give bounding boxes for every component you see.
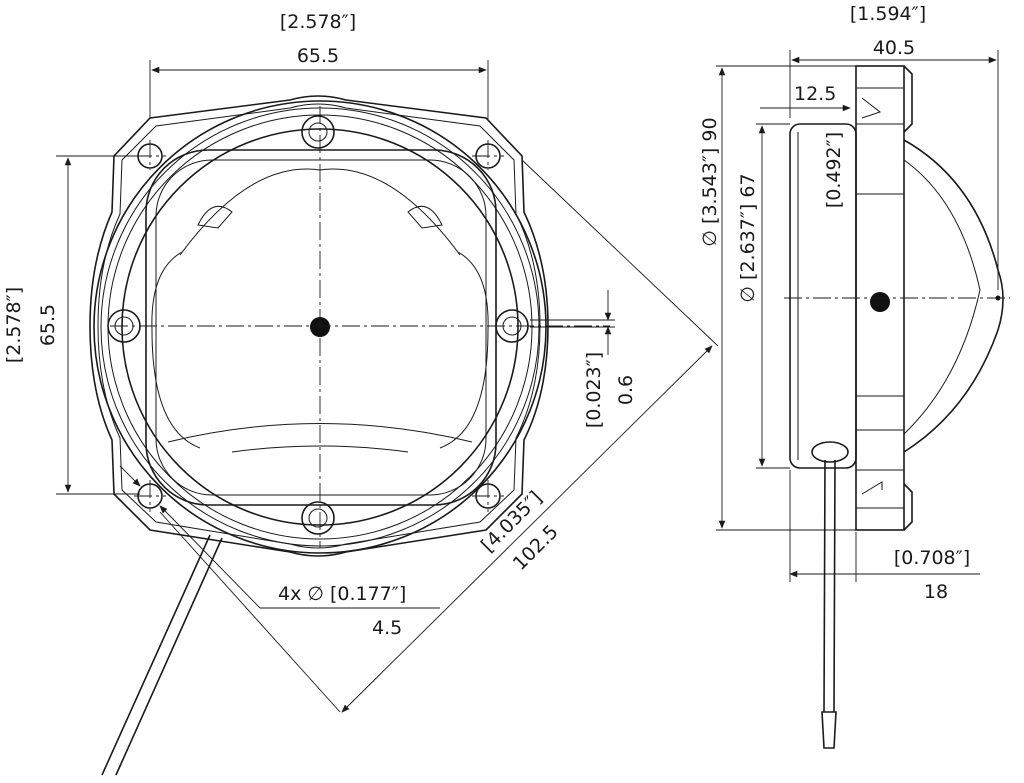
front-view	[89, 95, 610, 776]
dimension-rear-depth: [0.708″] 18	[789, 470, 980, 603]
front-height-inch: [2.578″]	[3, 287, 25, 363]
lens-dome	[903, 139, 1004, 453]
side-depth-inch: [1.594″]	[850, 3, 926, 25]
dimension-hole-diameter: 4x ∅ [0.177″] 4.5	[119, 465, 440, 639]
front-width-inch: [2.578″]	[280, 11, 356, 33]
front-width-mm: 65.5	[297, 45, 339, 67]
flange-inch: [0.492″]	[823, 132, 845, 208]
side-view	[784, 65, 1010, 749]
dimension-front-width: [2.578″] 65.5	[149, 11, 489, 120]
side-center-point	[870, 292, 890, 312]
hole-diameter-inch: 4x ∅ [0.177″]	[278, 583, 406, 605]
hole-diameter-mm: 4.5	[372, 617, 402, 639]
dimension-housing-diameter: ∅ [2.637″] 67	[737, 123, 790, 469]
rear-depth-inch: [0.708″]	[894, 547, 970, 569]
center-offset-mm: 0.6	[615, 375, 637, 405]
side-depth-mm: 40.5	[873, 37, 915, 59]
dimension-front-height: [2.578″] 65.5	[3, 155, 140, 495]
front-height-mm: 65.5	[37, 304, 59, 346]
center-offset-inch: [0.023″]	[583, 352, 605, 428]
side-cable	[823, 459, 836, 713]
housing-diameter-text: ∅ [2.637″] 67	[737, 173, 759, 302]
dimension-outer-diameter: ∅ [3.543″] 90	[699, 65, 856, 531]
dimension-side-depth: [1.594″] 40.5	[789, 3, 999, 290]
dimension-diagonal: [4.035″] 102.5	[159, 159, 719, 713]
rear-depth-mm: 18	[924, 581, 948, 603]
flange-mm: 12.5	[794, 83, 836, 105]
dimension-flange: 12.5 [0.492″]	[760, 83, 851, 208]
outer-diameter-text: ∅ [3.543″] 90	[699, 117, 721, 246]
cable	[101, 534, 223, 776]
